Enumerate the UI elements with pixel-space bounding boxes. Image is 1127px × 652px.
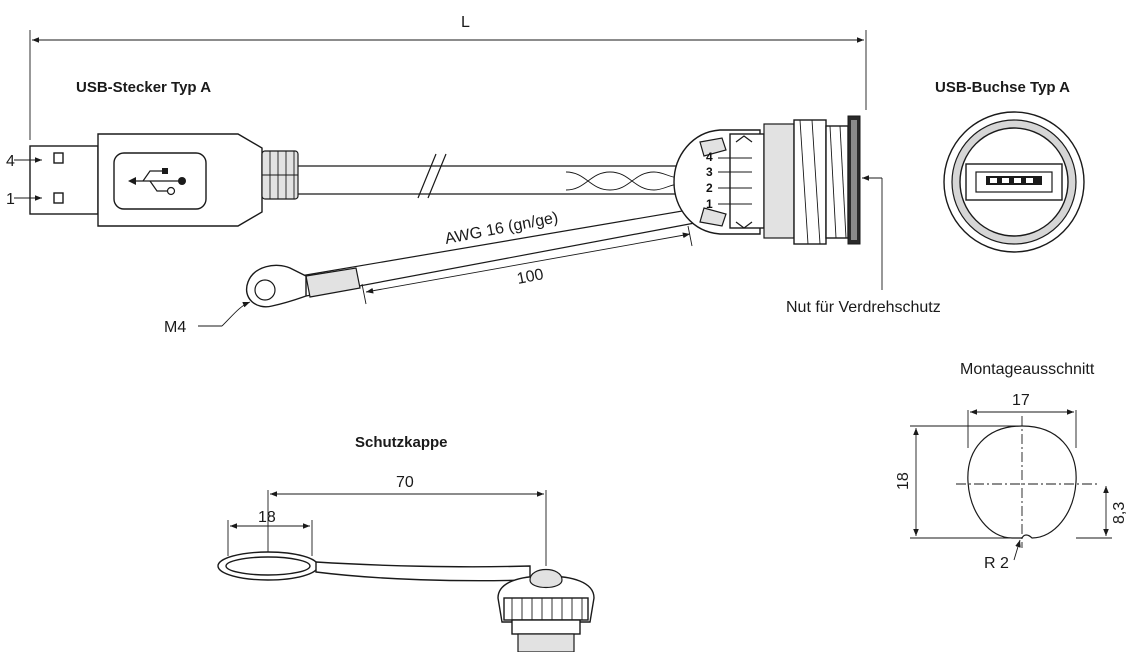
plug-pin-1-label: 1: [6, 191, 15, 208]
usb-socket-side: 4 3 2 1 Nut für Verdrehschutz: [673, 115, 941, 316]
socket-title: USB-Buchse Typ A: [935, 79, 1070, 96]
cap-length-label: 70: [396, 474, 414, 491]
protective-cap: Schutzkappe 70 18: [217, 434, 595, 652]
usb-trident-icon: [128, 168, 186, 196]
cutout-radius-label: R 2: [984, 555, 1009, 572]
ring-terminal-label: M4: [164, 319, 186, 336]
plug-pin-4-label: 4: [6, 153, 15, 170]
groove-label: Nut für Verdrehschutz: [786, 299, 941, 316]
socket-pin-3: 3: [706, 165, 713, 179]
cable: [298, 153, 700, 199]
earth-wire: AWG 16 (gn/ge) 100 M4: [164, 207, 701, 336]
cutout-width-label: 17: [1012, 392, 1030, 409]
cap-ring-label: 18: [258, 509, 276, 526]
cutout-height-label: 18: [895, 472, 912, 490]
length-label: L: [461, 14, 470, 31]
mounting-cutout: Montageausschnitt 17 18 8,3 R 2: [895, 361, 1127, 572]
pin-numbers: 4 3 2 1: [706, 150, 752, 211]
length-dimension: L: [29, 14, 867, 140]
usb-plug: 4 1: [6, 133, 299, 227]
socket-pin-2: 2: [706, 181, 713, 195]
socket-pin-4: 4: [706, 150, 713, 164]
cutout-title: Montageausschnitt: [960, 361, 1095, 378]
cutout-flat-label: 8,3: [1111, 502, 1127, 524]
wire-length-label: 100: [516, 266, 546, 288]
socket-pin-1: 1: [706, 197, 713, 211]
usb-socket-front: [943, 111, 1085, 253]
plug-title: USB-Stecker Typ A: [76, 79, 211, 96]
cap-title: Schutzkappe: [355, 434, 448, 451]
